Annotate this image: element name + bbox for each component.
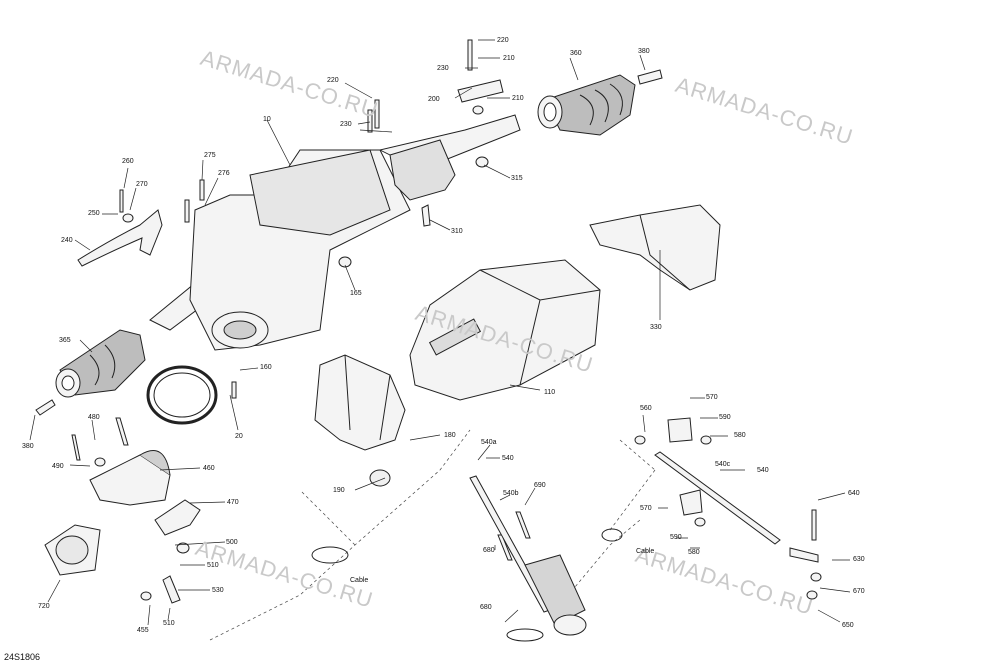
callout-210-top: 210 — [503, 55, 515, 62]
callout-490: 490 — [52, 463, 64, 470]
lower-bracket — [314, 354, 406, 451]
callout-510-bottom: 510 — [163, 620, 175, 627]
callout-560: 560 — [640, 405, 652, 412]
retaining-ring — [146, 365, 218, 425]
callout-200: 200 — [428, 96, 440, 103]
callout-180: 180 — [444, 432, 456, 439]
callout-10: 10 — [263, 116, 271, 123]
throttle-lever — [77, 209, 163, 267]
callout-640: 640 — [848, 490, 860, 497]
handle-grip-right — [537, 74, 636, 136]
callout-630: 630 — [853, 556, 865, 563]
callout-360: 360 — [570, 50, 582, 57]
callout-570-bottom: 570 — [640, 505, 652, 512]
callout-270: 270 — [136, 181, 148, 188]
steering-column — [149, 114, 521, 351]
callout-380-left: 380 — [22, 443, 34, 450]
callout-580-bottom: 580 — [688, 549, 700, 556]
steering-cover — [409, 259, 601, 401]
cable-route-left — [209, 429, 471, 641]
callout-580-top: 580 — [734, 432, 746, 439]
cable-shaft-left — [469, 475, 587, 642]
callout-470: 470 — [227, 499, 239, 506]
callout-240: 240 — [61, 237, 73, 244]
callout-590-top: 590 — [719, 414, 731, 421]
callout-276: 276 — [218, 170, 230, 177]
cable-ring-right — [601, 528, 623, 542]
callout-650: 650 — [842, 622, 854, 629]
cable-label-left: Cable — [350, 577, 369, 584]
callout-275: 275 — [204, 152, 216, 159]
callout-110: 110 — [544, 389, 556, 396]
handle-grip-left — [55, 329, 146, 398]
callout-190: 190 — [333, 487, 345, 494]
callout-590-bottom: 590 — [670, 534, 682, 541]
callout-540a: 540a — [481, 439, 497, 446]
callout-230-top: 230 — [437, 65, 449, 72]
diagram-code: 24S1806 — [4, 652, 41, 662]
callout-330: 330 — [650, 324, 662, 331]
callout-230-mid: 230 — [340, 121, 352, 128]
callout-540c: 540c — [715, 461, 731, 468]
callout-210-mid: 210 — [512, 95, 524, 102]
callout-670: 670 — [853, 588, 865, 595]
bracket-200 — [457, 79, 504, 103]
callout-165: 165 — [350, 290, 362, 297]
callout-315: 315 — [511, 175, 523, 182]
callout-20: 20 — [235, 433, 243, 440]
callout-500: 500 — [226, 539, 238, 546]
cable-ring-left — [311, 546, 349, 564]
callout-160: 160 — [260, 364, 272, 371]
bolts — [35, 39, 817, 604]
callout-680-bottom: 680 — [480, 604, 492, 611]
callout-310: 310 — [451, 228, 463, 235]
cable-route-right — [559, 439, 656, 606]
callout-570-top: 570 — [706, 394, 718, 401]
callout-380-top: 380 — [638, 48, 650, 55]
callout-530: 530 — [212, 587, 224, 594]
washers-nuts — [94, 105, 822, 601]
callout-455: 455 — [137, 627, 149, 634]
callout-460: 460 — [203, 465, 215, 472]
callout-365: 365 — [59, 337, 71, 344]
leader-lines — [29, 39, 851, 626]
callout-220-mid: 220 — [327, 77, 339, 84]
callout-250: 250 — [88, 210, 100, 217]
bracket-470 — [154, 499, 201, 536]
callout-680-mid: 680 — [483, 547, 495, 554]
callout-540-left: 540 — [502, 455, 514, 462]
callout-720: 720 — [38, 603, 50, 610]
cable-label-right: Cable — [636, 548, 655, 555]
callout-540b: 540b — [503, 490, 519, 497]
housing-720 — [44, 524, 101, 576]
cable-shaft-right — [654, 417, 819, 563]
callout-540-right: 540 — [757, 467, 769, 474]
upper-cover — [589, 204, 721, 291]
callout-260: 260 — [122, 158, 134, 165]
callout-220-top: 220 — [497, 37, 509, 44]
callout-510-mid: 510 — [207, 562, 219, 569]
grommet-190 — [369, 469, 391, 487]
callout-480: 480 — [88, 414, 100, 421]
callout-690: 690 — [534, 482, 546, 489]
